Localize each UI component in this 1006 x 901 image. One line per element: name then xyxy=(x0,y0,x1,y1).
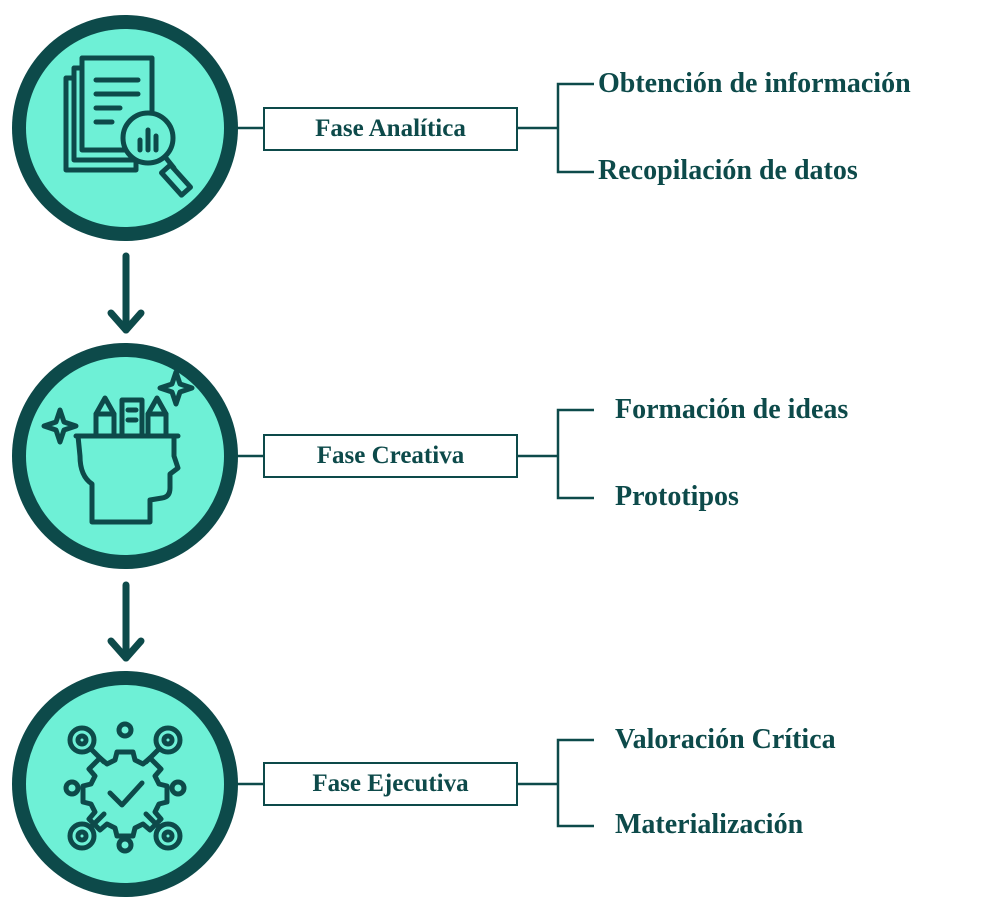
phase-3-item-1: Valoración Crítica xyxy=(615,724,836,755)
document-magnifier-chart-icon xyxy=(63,55,193,198)
arrow-down-2 xyxy=(107,581,145,662)
phase-3-node xyxy=(12,671,238,897)
connectors xyxy=(238,82,594,828)
phase-3-item-2: Materialización xyxy=(615,809,804,840)
phase-1-node xyxy=(12,15,238,241)
phase-1-label: Fase Analítica xyxy=(263,107,518,151)
head-with-tools-sparkles-icon xyxy=(41,369,195,525)
phase-1-item-2: Recopilación de datos xyxy=(598,155,858,186)
phase-2-label: Fase Creativa xyxy=(263,434,518,478)
phase-2-item-1: Formación de ideas xyxy=(615,394,849,425)
phase-1-item-1: Obtención de información xyxy=(598,68,911,99)
gear-check-network-icon xyxy=(63,721,187,854)
phase-3-label: Fase Ejecutiva xyxy=(263,762,518,806)
phase-2-item-2: Prototipos xyxy=(615,481,739,512)
arrow-down-1 xyxy=(107,252,145,334)
phase-2-node xyxy=(12,343,238,569)
